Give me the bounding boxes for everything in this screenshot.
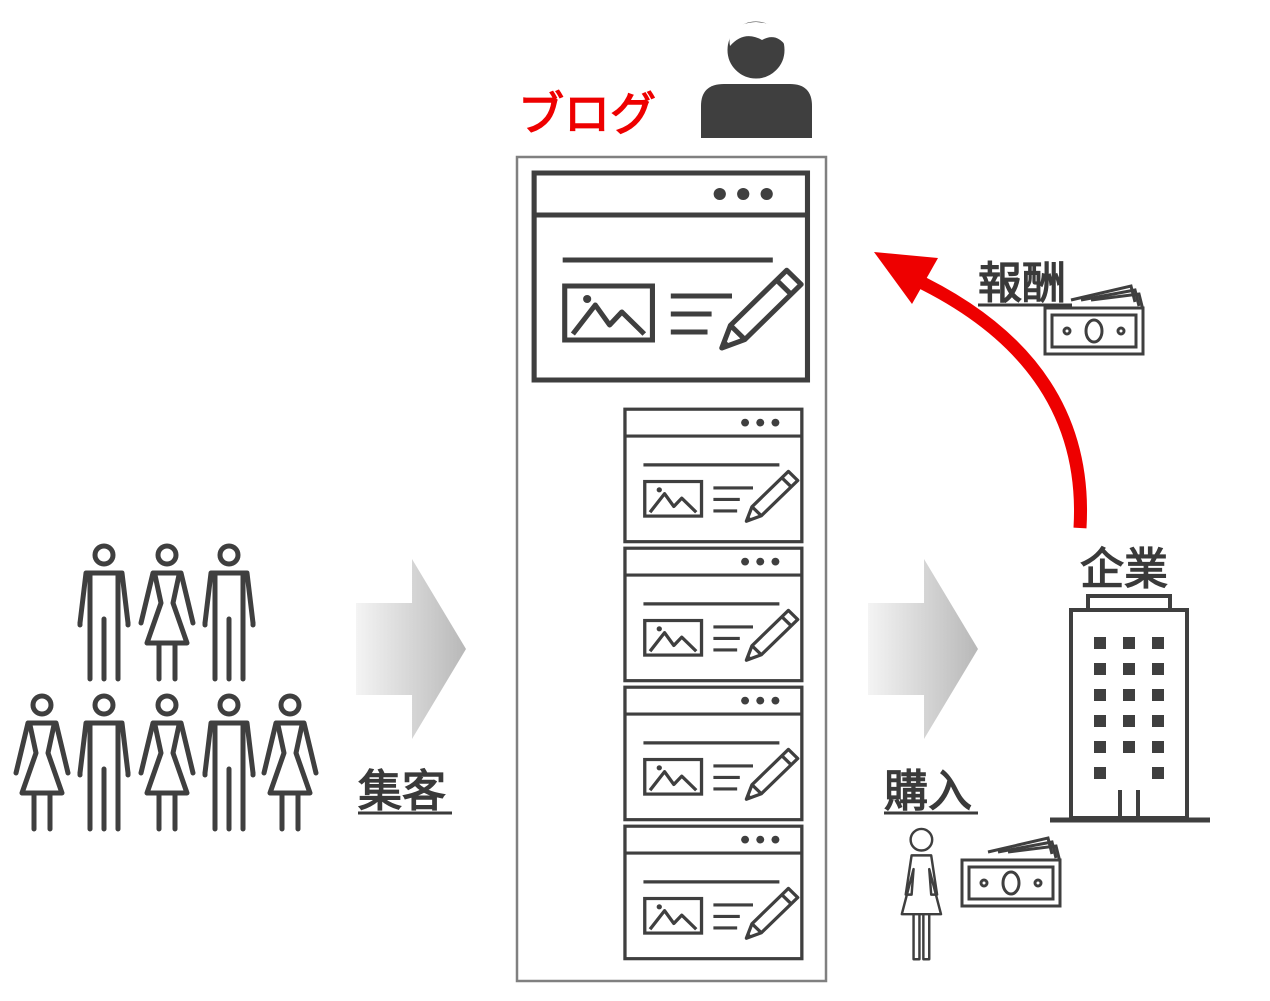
purchase-label: 購入 [884,766,972,817]
customers-label: 集客 [357,766,446,817]
flow-arrow-right [868,559,978,739]
office-building-icon [1050,594,1210,823]
blog-label: ブログ [518,87,656,141]
company-label: 企業 [1080,544,1168,595]
banknote-icon [960,836,1062,908]
blog-post [623,407,804,544]
blog-frame [515,155,828,983]
reward-label: 報酬 [978,258,1066,309]
people-crowd-icon [16,546,316,829]
blog-post-main [534,173,807,380]
user-avatar-icon [701,18,812,138]
buyer-woman-icon [900,827,943,961]
blog-post [623,824,804,961]
flow-arrow-left [356,559,466,739]
reward-arrow [874,252,1088,529]
blog-post [623,546,804,683]
blog-post [623,685,804,822]
